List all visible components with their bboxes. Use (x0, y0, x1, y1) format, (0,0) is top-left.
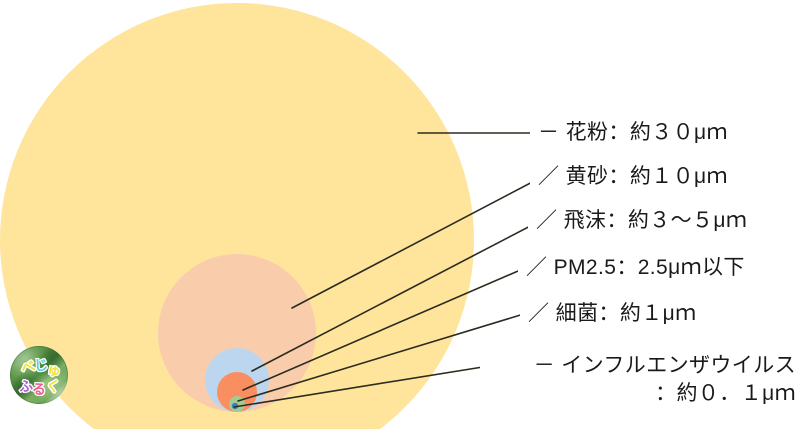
legend-item-droplet[interactable]: ／ 飛沫：約３～５μｍ (528, 201, 778, 241)
yellow-sand-bubble (158, 254, 316, 412)
legend-item-bacteria[interactable]: ／ 細菌：約１μｍ (520, 293, 770, 335)
legend-item-droplet-label: ／ 飛沫：約３～５μｍ (536, 209, 748, 233)
logo-foliage-backdrop (10, 346, 68, 404)
leader-line-droplet (251, 221, 539, 372)
leader-line-influenza (233, 365, 490, 408)
legend-item-bacteria-label: ／ 細菌：約１μｍ (528, 302, 697, 326)
legend-item-influenza[interactable]: － インフルエンザウイルス ：約０．１μｍ (480, 343, 796, 417)
pm25-bubble (217, 372, 257, 412)
legend-item-pm25[interactable]: ／ PM2.5：2.5μｍ以下 (518, 247, 788, 289)
logo-characters: べ じ ゅ ふ る く (10, 346, 68, 404)
legend-item-influenza-label: － インフルエンザウイルス ：約０．１μｍ (533, 354, 796, 405)
influenza-bubble (231, 402, 239, 410)
vegefru-logo[interactable]: べ じ ゅ ふ る く (10, 346, 68, 404)
pollen-bubble (0, 3, 474, 429)
leader-line-yellow-sand (291, 177, 541, 309)
legend-item-pollen[interactable]: － 花粉：約３０μｍ (530, 113, 772, 153)
leader-line-bacteria (237, 312, 528, 402)
legend-item-pm25-label: ／ PM2.5：2.5μｍ以下 (526, 256, 745, 280)
logo-char-5: く (43, 376, 62, 397)
leader-line-pm25 (242, 267, 526, 391)
legend-item-yellow-sand-label: ／ 黄砂：約１０μｍ (538, 165, 728, 189)
legend-item-pollen-label: － 花粉：約３０μｍ (538, 121, 728, 145)
legend-item-yellow-sand[interactable]: ／ 黄砂：約１０μｍ (530, 157, 772, 197)
